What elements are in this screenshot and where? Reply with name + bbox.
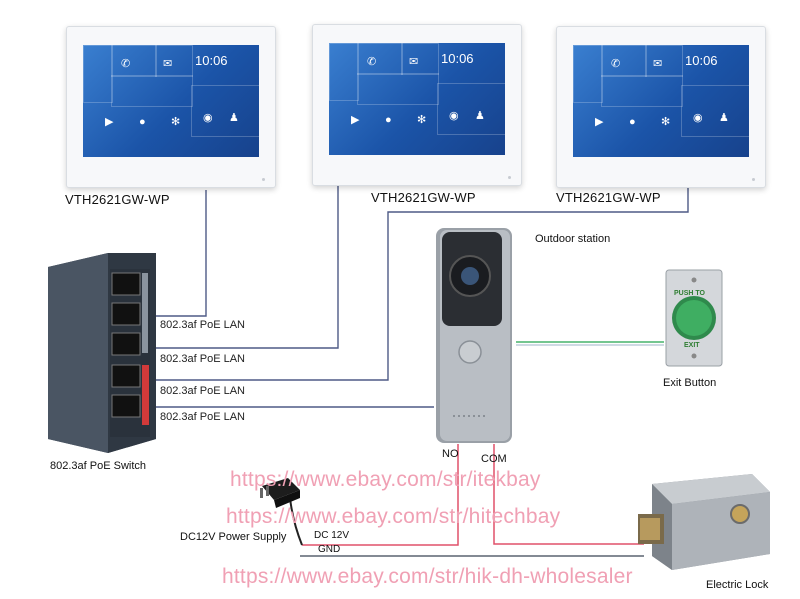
lan-cable-1	[156, 190, 207, 317]
dc12v-label: DC 12V	[314, 530, 350, 541]
com-terminal-label: COM	[481, 453, 507, 465]
indoor-monitor-1: 10:06 ✆ ✉ ▶ ● ✻ ◉ ♟	[66, 26, 276, 188]
phone-icon: ✆	[611, 58, 621, 70]
user-icon: ●	[139, 116, 146, 128]
monitor-clock: 10:06	[441, 51, 474, 66]
monitor-3-label: VTH2621GW-WP	[556, 190, 661, 205]
com-wire	[493, 444, 644, 545]
phone-icon: ✆	[367, 56, 377, 68]
shield-icon: ◉	[449, 110, 459, 122]
mail-icon: ✉	[163, 58, 173, 70]
watermark-1: https://www.ebay.com/str/itekbay	[230, 468, 541, 491]
indoor-monitor-3: 10:06 ✆ ✉ ▶ ● ✻ ◉ ♟	[556, 26, 766, 188]
exit-button	[665, 269, 723, 367]
settings-icon: ✻	[171, 116, 181, 128]
poe-switch	[48, 253, 156, 453]
monitor-screen: 10:06 ✆ ✉ ▶ ● ✻ ◉ ♟	[573, 45, 749, 157]
gnd-label: GND	[318, 544, 341, 555]
lan-cable-2	[156, 184, 339, 349]
monitor-screen: 10:06 ✆ ✉ ▶ ● ✻ ◉ ♟	[329, 43, 505, 155]
exit-button-bottom-text: EXIT	[684, 342, 700, 349]
mail-icon: ✉	[653, 58, 663, 70]
exit-button-top-text: PUSH TO	[674, 290, 705, 297]
person-icon: ♟	[229, 112, 239, 124]
lan-label-2: 802.3af PoE LAN	[160, 353, 246, 365]
power-supply-label: DC12V Power Supply	[180, 531, 287, 543]
power-supply-adapter	[260, 478, 300, 508]
monitor-clock: 10:06	[685, 53, 718, 68]
mail-icon: ✉	[409, 56, 419, 68]
lan-cable-3	[156, 188, 689, 381]
outdoor-station	[436, 228, 512, 443]
video-icon: ▶	[351, 114, 360, 126]
person-icon: ♟	[719, 112, 729, 124]
lan-label-1: 802.3af PoE LAN	[160, 319, 246, 331]
electric-lock-label: Electric Lock	[706, 579, 769, 591]
shield-icon: ◉	[693, 112, 703, 124]
monitor-screen: 10:06 ✆ ✉ ▶ ● ✻ ◉ ♟	[83, 45, 259, 157]
settings-icon: ✻	[661, 116, 671, 128]
lan-label-3: 802.3af PoE LAN	[160, 385, 246, 397]
switch-label: 802.3af PoE Switch	[50, 460, 147, 472]
watermark-2: https://www.ebay.com/str/hitechbay	[226, 505, 561, 528]
outdoor-station-label: Outdoor station	[535, 233, 611, 245]
video-icon: ▶	[105, 116, 114, 128]
video-icon: ▶	[595, 116, 604, 128]
no-terminal-label: NO	[442, 448, 459, 460]
electric-lock	[638, 474, 770, 570]
user-icon: ●	[385, 114, 392, 126]
monitor-2-label: VTH2621GW-WP	[371, 190, 476, 205]
indoor-monitor-2: 10:06 ✆ ✉ ▶ ● ✻ ◉ ♟	[312, 24, 522, 186]
person-icon: ♟	[475, 110, 485, 122]
exit-button-label: Exit Button	[663, 377, 717, 389]
lan-label-4: 802.3af PoE LAN	[160, 411, 246, 423]
phone-icon: ✆	[121, 58, 131, 70]
watermark-3: https://www.ebay.com/str/hik-dh-wholesal…	[222, 565, 633, 588]
settings-icon: ✻	[417, 114, 427, 126]
monitor-clock: 10:06	[195, 53, 228, 68]
no-wire	[302, 444, 459, 546]
monitor-1-label: VTH2621GW-WP	[65, 192, 170, 207]
user-icon: ●	[629, 116, 636, 128]
shield-icon: ◉	[203, 112, 213, 124]
